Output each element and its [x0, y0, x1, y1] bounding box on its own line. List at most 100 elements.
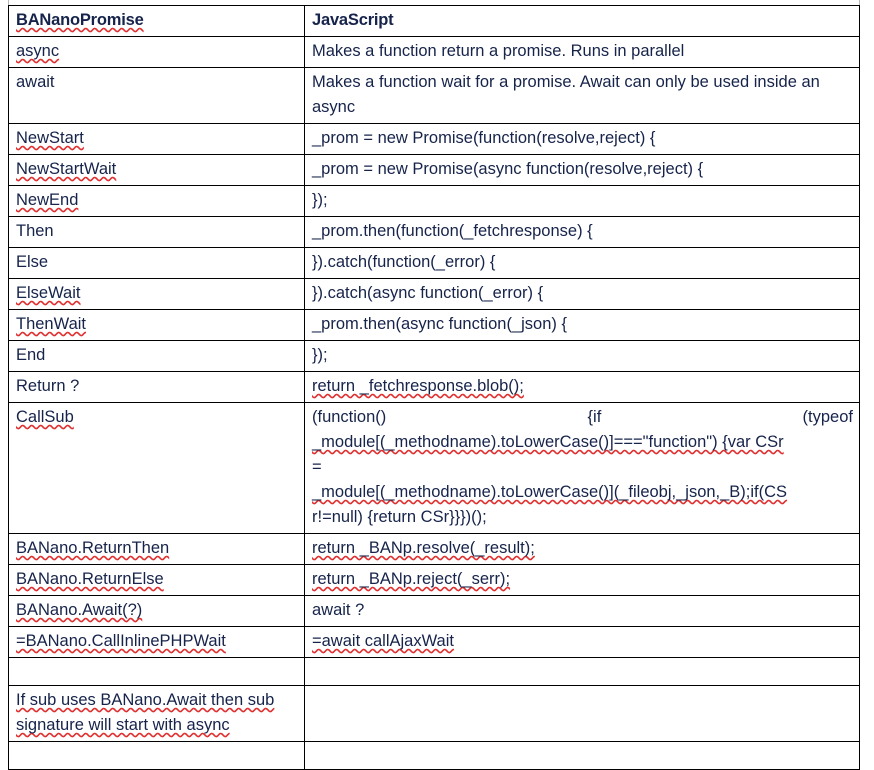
table-row: BANano.ReturnElse return _BANp.reject(_s…	[8, 564, 860, 596]
cell-banano-await: await	[8, 67, 305, 124]
cell-js-empty-2	[304, 741, 860, 770]
table-row: End });	[8, 340, 860, 372]
cell-banano-callinlinephpwait: =BANano.CallInlinePHPWait	[8, 626, 305, 658]
table-row: await Makes a function wait for a promis…	[8, 67, 860, 124]
table-row: BANano.ReturnThen return _BANp.resolve(_…	[8, 533, 860, 565]
table-row: Else }).catch(function(_error) {	[8, 247, 860, 279]
value-js-line: _module[(_methodname).toLowerCase()]==="…	[312, 433, 784, 451]
header-cell-banano: BANanoPromise	[8, 5, 305, 37]
value-js: _prom.then(async function(_json) {	[312, 315, 567, 333]
header-label-banano: BANanoPromise	[16, 11, 144, 29]
value-js: }).catch(async function(_error) {	[312, 284, 544, 302]
value-js-line: (function() {if (typeof	[312, 408, 853, 426]
cell-banano-return: Return ?	[8, 371, 305, 403]
table-row: NewStartWait _prom = new Promise(async f…	[8, 154, 860, 186]
table-row: async Makes a function return a promise.…	[8, 36, 860, 68]
cell-js-async: Makes a function return a promise. Runs …	[304, 36, 860, 68]
banano-javascript-table: BANanoPromise JavaScript async Makes a f…	[8, 5, 860, 770]
value-js-line: r!=null) {return CSr}}})();	[312, 508, 487, 526]
table-row: If sub uses BANano.Await then sub signat…	[8, 685, 860, 742]
cell-js-end: });	[304, 340, 860, 372]
value-banano: NewStartWait	[16, 160, 117, 178]
cell-banano-returnelse: BANano.ReturnElse	[8, 564, 305, 596]
value-js: Makes a function wait for a promise. Awa…	[312, 73, 820, 116]
cell-banano-newstart: NewStart	[8, 123, 305, 155]
value-banano: End	[16, 346, 46, 364]
value-banano: CallSub	[16, 408, 74, 426]
table-row: =BANano.CallInlinePHPWait =await callAja…	[8, 626, 860, 658]
cell-banano-newend: NewEnd	[8, 185, 305, 217]
table-row: NewStart _prom = new Promise(function(re…	[8, 123, 860, 155]
cell-js-await: Makes a function wait for a promise. Awa…	[304, 67, 860, 124]
value-banano: =BANano.CallInlinePHPWait	[16, 632, 226, 650]
cell-js-else: }).catch(function(_error) {	[304, 247, 860, 279]
value-banano: ElseWait	[16, 284, 81, 302]
cell-banano-async: async	[8, 36, 305, 68]
value-banano: ThenWait	[16, 315, 86, 333]
value-banano: Else	[16, 253, 49, 271]
value-js-line: _module[(_methodname).toLowerCase()](_fi…	[312, 483, 788, 501]
value-js: =await callAjaxWait	[312, 632, 454, 650]
cell-js-returnthen: return _BANp.resolve(_result);	[304, 533, 860, 565]
cell-banano-empty-1	[8, 657, 305, 686]
cell-banano-then: Then	[8, 216, 305, 248]
value-js: Makes a function return a promise. Runs …	[312, 42, 685, 60]
header-label-javascript: JavaScript	[312, 11, 394, 29]
cell-js-thenwait: _prom.then(async function(_json) {	[304, 309, 860, 341]
table-row	[8, 741, 860, 770]
value-js: }).catch(function(_error) {	[312, 253, 496, 271]
value-banano: Then	[16, 222, 54, 240]
cell-banano-else: Else	[8, 247, 305, 279]
value-banano: NewEnd	[16, 191, 79, 209]
document-table-container: BANanoPromise JavaScript async Makes a f…	[8, 5, 860, 770]
cell-js-callsub: (function() {if (typeof _module[(_method…	[304, 402, 860, 534]
cell-banano-note: If sub uses BANano.Await then sub signat…	[8, 685, 305, 742]
value-js: _prom.then(function(_fetchresponse) {	[312, 222, 593, 240]
cell-js-then: _prom.then(function(_fetchresponse) {	[304, 216, 860, 248]
value-banano: BANano.ReturnThen	[16, 539, 170, 557]
value-banano: BANano.Await(?)	[16, 601, 143, 619]
value-banano: If sub uses BANano.Await then sub signat…	[16, 691, 275, 734]
cell-banano-callsub: CallSub	[8, 402, 305, 534]
table-row: NewEnd });	[8, 185, 860, 217]
cell-js-newend: });	[304, 185, 860, 217]
value-banano: await	[16, 73, 55, 91]
value-js: });	[312, 346, 328, 364]
cell-js-return: return _fetchresponse.blob();	[304, 371, 860, 403]
table-row: BANano.Await(?) await ?	[8, 595, 860, 627]
cell-js-newstart: _prom = new Promise(function(resolve,rej…	[304, 123, 860, 155]
value-js: return _BANp.reject(_serr);	[312, 570, 511, 588]
value-js: _prom = new Promise(function(resolve,rej…	[312, 129, 656, 147]
table-header-row: BANanoPromise JavaScript	[8, 5, 860, 37]
header-cell-javascript: JavaScript	[304, 5, 860, 37]
value-js: return _BANp.resolve(_result);	[312, 539, 535, 557]
cell-banano-await-call: BANano.Await(?)	[8, 595, 305, 627]
value-js: return _fetchresponse.blob();	[312, 377, 524, 395]
cell-js-note	[304, 685, 860, 742]
value-js: _prom = new Promise(async function(resol…	[312, 160, 704, 178]
cell-js-await-call: await ?	[304, 595, 860, 627]
table-row: ThenWait _prom.then(async function(_json…	[8, 309, 860, 341]
cell-banano-returnthen: BANano.ReturnThen	[8, 533, 305, 565]
cell-js-empty-1	[304, 657, 860, 686]
cell-banano-newstartwait: NewStartWait	[8, 154, 305, 186]
cell-js-newstartwait: _prom = new Promise(async function(resol…	[304, 154, 860, 186]
cell-js-callajaxwait: =await callAjaxWait	[304, 626, 860, 658]
table-row	[8, 657, 860, 686]
value-js: });	[312, 191, 328, 209]
value-banano: NewStart	[16, 129, 84, 147]
cell-banano-end: End	[8, 340, 305, 372]
cell-banano-thenwait: ThenWait	[8, 309, 305, 341]
value-banano: async	[16, 42, 60, 60]
table-row: CallSub (function() {if (typeof _module[…	[8, 402, 860, 534]
table-row: Return ? return _fetchresponse.blob();	[8, 371, 860, 403]
table-row: Then _prom.then(function(_fetchresponse)…	[8, 216, 860, 248]
cell-js-returnelse: return _BANp.reject(_serr);	[304, 564, 860, 596]
cell-banano-empty-2	[8, 741, 305, 770]
value-js-line: =	[312, 458, 322, 476]
value-banano: Return ?	[16, 377, 80, 395]
table-row: ElseWait }).catch(async function(_error)…	[8, 278, 860, 310]
value-js: await ?	[312, 601, 365, 619]
cell-banano-elsewait: ElseWait	[8, 278, 305, 310]
cell-js-elsewait: }).catch(async function(_error) {	[304, 278, 860, 310]
